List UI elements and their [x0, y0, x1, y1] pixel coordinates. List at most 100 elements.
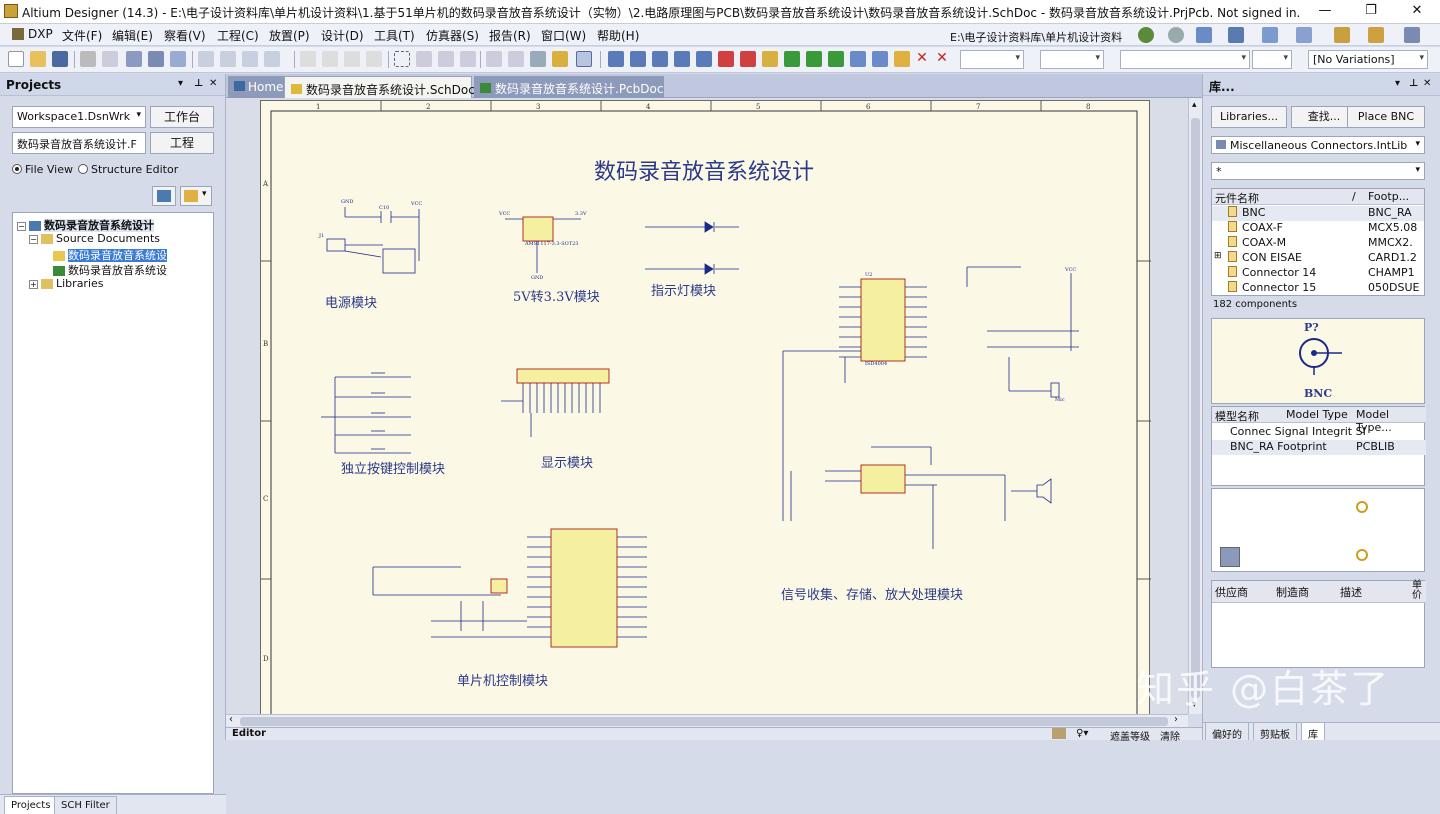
menu-project[interactable]: 工程(C)	[217, 29, 259, 43]
place-sheet-entry-icon[interactable]	[806, 51, 822, 67]
align-tool-icon[interactable]	[1262, 27, 1278, 43]
hierarchy-icon[interactable]	[530, 51, 546, 67]
compile-project-button[interactable]	[152, 186, 176, 206]
menu-view[interactable]: 察看(V)	[164, 29, 206, 43]
tree-schdoc[interactable]: 数码录音放音系统设	[53, 247, 209, 262]
col-model-name[interactable]: 模型名称	[1215, 410, 1259, 423]
schematic-sheet[interactable]: 1 2 3 4 5 6 7 8 A B C D 数码录音放音系统设计	[260, 100, 1151, 714]
tree-source-documents[interactable]: −Source Documents	[29, 232, 225, 247]
tab-clipboard[interactable]: 剪贴板	[1253, 722, 1297, 741]
project-select[interactable]: 数码录音放音系统设计.F	[12, 132, 146, 154]
tab-favorites[interactable]: 偏好的	[1205, 722, 1249, 741]
panel-menu-icon[interactable]: ▾	[178, 78, 184, 89]
menu-file[interactable]: 文件(F)	[62, 29, 103, 43]
minimize-button[interactable]: —	[1318, 3, 1332, 18]
place-bnc-button[interactable]: Place BNC	[1347, 106, 1425, 128]
3d-view-icon[interactable]	[1220, 547, 1240, 567]
select-area-icon[interactable]	[394, 51, 410, 67]
place-wire-icon[interactable]	[608, 51, 624, 67]
library-icon[interactable]	[148, 51, 164, 67]
place-sheet-symbol-icon[interactable]	[784, 51, 800, 67]
filter2-combo[interactable]: ▾	[1252, 50, 1292, 69]
rubber-stamp-icon[interactable]	[366, 51, 382, 67]
mask-level-icon[interactable]: ♀▾	[1076, 728, 1089, 739]
browse-component-icon[interactable]	[576, 51, 592, 67]
expand-icon[interactable]: +	[29, 279, 38, 289]
panel-pin-icon[interactable]: ⊥	[1409, 78, 1419, 89]
search-library-button[interactable]: 查找...	[1291, 106, 1357, 128]
cross-select-icon[interactable]	[438, 51, 454, 67]
project-options-button[interactable]: ▾	[180, 186, 212, 206]
clear-button[interactable]: 清除	[1160, 732, 1180, 743]
scroll-up-icon[interactable]: ▴	[1192, 100, 1197, 110]
panel-close-icon[interactable]: ✕	[1423, 78, 1432, 89]
collapse-icon[interactable]: −	[29, 234, 38, 244]
model-row[interactable]: Connec Signal Integrit SI	[1212, 425, 1426, 440]
pencil-icon[interactable]	[1052, 728, 1066, 739]
place-no-erc-icon[interactable]	[894, 51, 910, 67]
panel-close-icon[interactable]: ✕	[209, 78, 218, 89]
cross-probe-icon[interactable]	[552, 51, 568, 67]
tree-pcbdoc[interactable]: 数码录音放音系统设	[53, 262, 209, 277]
filter-combo[interactable]: ▾	[1120, 50, 1250, 69]
sheet-symbol-icon[interactable]	[1334, 27, 1350, 43]
col-model-type[interactable]: Model Type	[1286, 408, 1348, 421]
col-description[interactable]: 描述	[1340, 586, 1362, 599]
place-device-sheet-icon[interactable]	[828, 51, 844, 67]
tab-projects[interactable]: Projects	[4, 796, 58, 814]
zoom-fit-icon[interactable]	[198, 51, 214, 67]
horizontal-scroll-thumb[interactable]	[240, 717, 1168, 726]
zoom-combo[interactable]: ▾	[960, 50, 1024, 69]
redo-icon[interactable]	[508, 51, 524, 67]
zoom-dropdown-icon[interactable]	[264, 51, 280, 67]
open-project-icon[interactable]	[126, 51, 142, 67]
copy-icon[interactable]	[322, 51, 338, 67]
cut-icon[interactable]	[300, 51, 316, 67]
power-port-icon[interactable]	[1296, 27, 1312, 43]
project-button[interactable]: 工程	[150, 132, 214, 154]
place-port-icon[interactable]	[850, 51, 866, 67]
file-view-radio[interactable]: File View	[12, 163, 73, 176]
col-footprint[interactable]: Footp...	[1368, 190, 1410, 203]
paste-icon[interactable]	[344, 51, 360, 67]
place-gnd-icon[interactable]	[718, 51, 734, 67]
scroll-right-icon[interactable]: ›	[1174, 714, 1178, 725]
snap-combo[interactable]: ▾	[1040, 50, 1104, 69]
vertical-scroll-thumb[interactable]	[1191, 118, 1200, 698]
restore-button[interactable]: ❐	[1365, 3, 1377, 18]
panel-pin-icon[interactable]: ⊥	[194, 78, 204, 89]
place-offsheet-icon[interactable]	[872, 51, 888, 67]
structure-editor-radio[interactable]: Structure Editor	[78, 163, 178, 176]
menu-window[interactable]: 窗口(W)	[541, 29, 587, 43]
scroll-left-icon[interactable]: ‹	[229, 714, 233, 725]
menu-design[interactable]: 设计(D)	[321, 29, 364, 43]
place-bus-icon[interactable]	[630, 51, 646, 67]
workspace-select[interactable]: Workspace1.DsnWrk▾	[12, 106, 146, 128]
wire-tool-icon[interactable]	[1228, 27, 1244, 43]
col-model-type-2[interactable]: Model Type...	[1356, 408, 1392, 434]
expand-icon[interactable]: ⊞	[1214, 251, 1222, 261]
col-unit-price[interactable]: 单价	[1412, 580, 1422, 601]
tree-root[interactable]: −数码录音放音系统设计	[17, 217, 213, 232]
tree-libraries[interactable]: +Libraries	[29, 277, 225, 292]
home-nav-icon[interactable]	[1196, 27, 1212, 43]
library-select[interactable]: Miscellaneous Connectors.IntLib▾	[1211, 136, 1425, 154]
devices-icon[interactable]	[170, 51, 186, 67]
tab-schdoc[interactable]: 数码录音放音系统设计.SchDoc	[284, 76, 475, 98]
deselect-icon[interactable]	[460, 51, 476, 67]
print-preview-icon[interactable]	[102, 51, 118, 67]
place-net-icon[interactable]	[696, 51, 712, 67]
menu-edit[interactable]: 编辑(E)	[112, 29, 153, 43]
variations-combo[interactable]: [No Variations]▾	[1308, 50, 1428, 69]
tab-library[interactable]: 库	[1301, 722, 1325, 741]
scroll-down-icon[interactable]: ▾	[1192, 700, 1197, 710]
panel-menu-icon[interactable]: ▾	[1395, 78, 1401, 89]
vertical-scrollbar[interactable]: ▴ ▾	[1188, 98, 1202, 714]
grid-icon[interactable]	[1404, 27, 1420, 43]
compile-mask-icon[interactable]: ✕	[936, 50, 948, 66]
